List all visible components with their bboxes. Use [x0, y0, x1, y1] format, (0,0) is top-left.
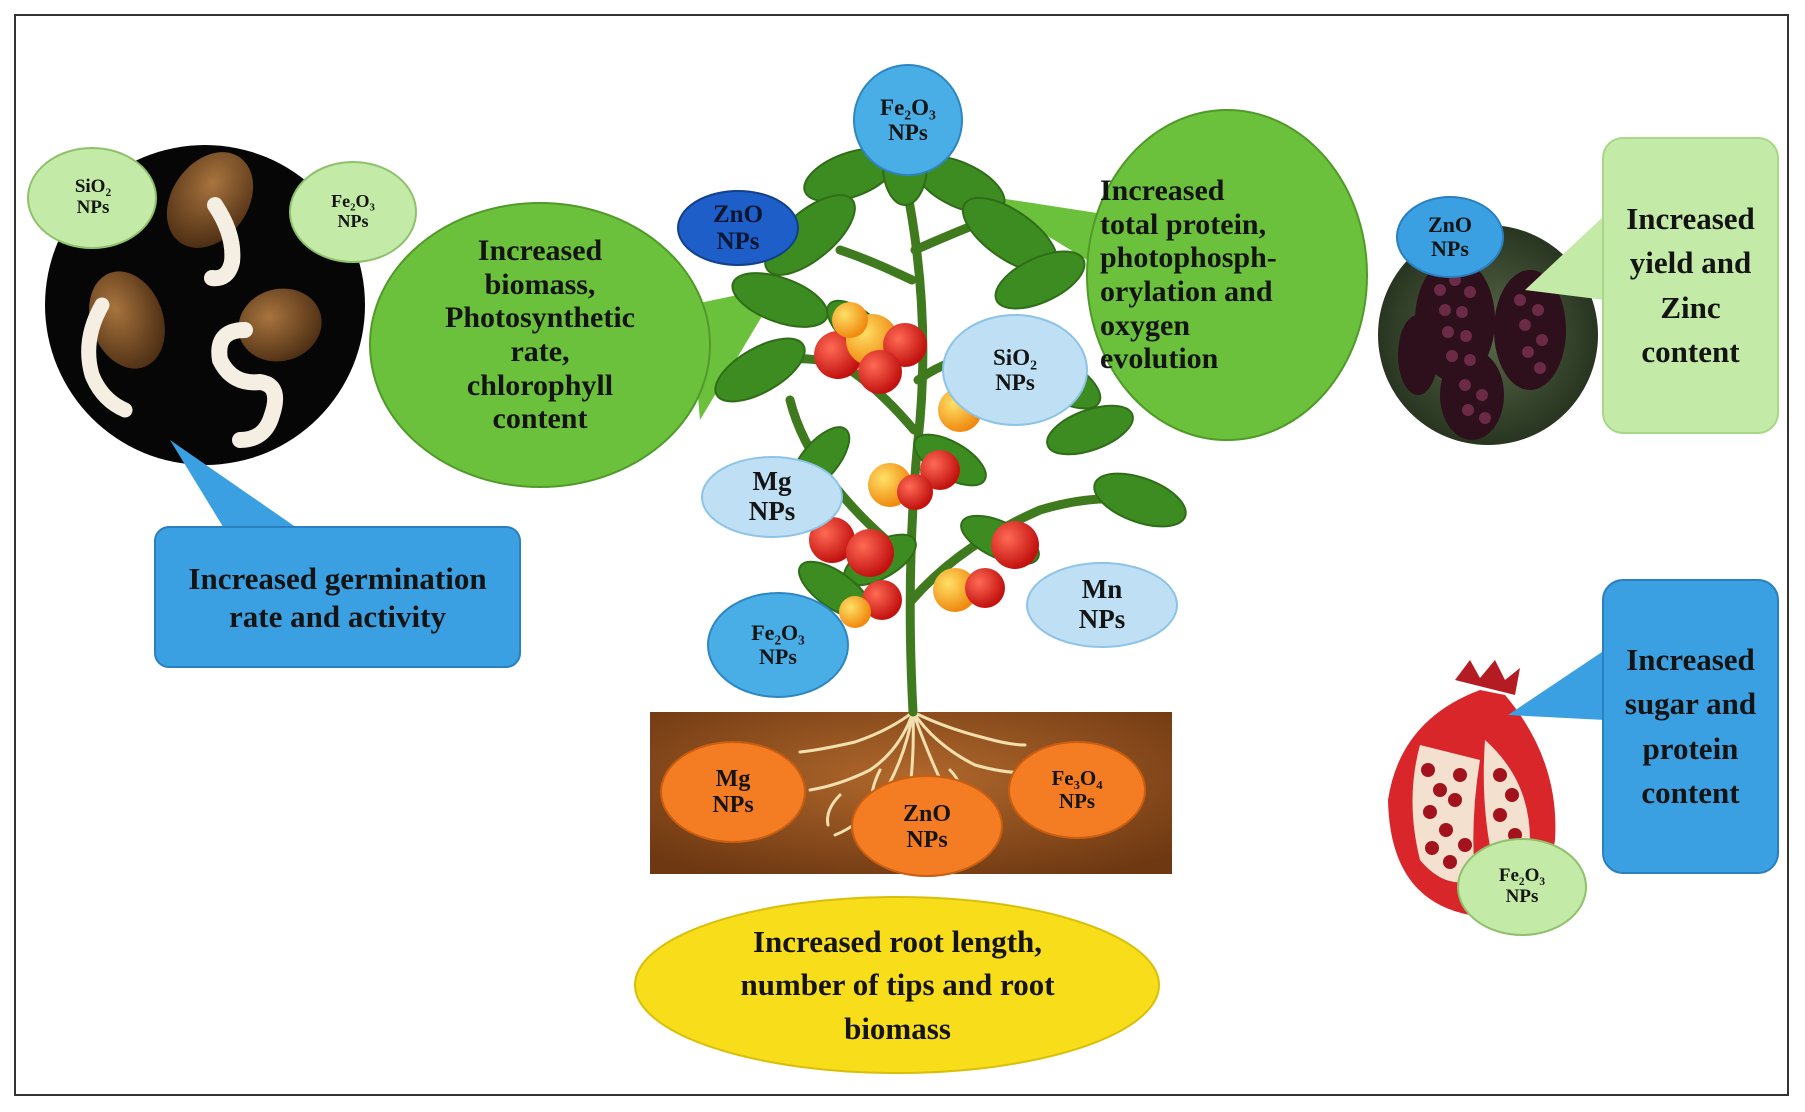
biomass-callout: [369, 202, 780, 488]
pomegranate-fe2o3-bubble: [1457, 838, 1587, 936]
sugar-callout: [1508, 579, 1779, 874]
leaf-zno-bubble: [677, 190, 799, 266]
seed-fe2o3-bubble: [289, 161, 417, 263]
soil-fe3o4-bubble: [1008, 741, 1146, 839]
seed-2: [81, 271, 165, 418]
seed-3: [211, 288, 322, 448]
seed-1: [166, 152, 254, 287]
stem-mg-bubble: [701, 456, 843, 538]
stem-fe2o3-bubble: [707, 592, 849, 698]
stem-mn-bubble: [1026, 562, 1178, 648]
root-caption: Increased root length, number of tips an…: [740, 923, 1055, 1046]
berry-zno-bubble: [1396, 196, 1504, 278]
germination-caption: Increased germination rate and activity: [188, 560, 487, 634]
germination-callout: [154, 440, 521, 668]
soil-mg-bubble: [660, 741, 806, 843]
yield-callout: [1525, 137, 1779, 434]
biomass-caption: Increased biomass, Photosynthetic rate, …: [445, 234, 635, 436]
sugar-caption: Increased sugar and protein content: [1624, 642, 1757, 810]
yield-caption: Increased yield and Zinc content: [1626, 201, 1755, 369]
seed-sio2-bubble: [27, 147, 157, 249]
root-callout: [634, 896, 1160, 1074]
protein-callout: [980, 109, 1368, 441]
protein-caption: Increased total protein, photophosph- or…: [1100, 174, 1277, 376]
soil-zno-bubble: [851, 775, 1003, 877]
top-fe2o3-bubble: [853, 64, 963, 176]
figure-border: [14, 14, 1789, 1096]
tomatoes: [809, 302, 1039, 628]
fruit-sio2-bubble: [942, 314, 1088, 426]
